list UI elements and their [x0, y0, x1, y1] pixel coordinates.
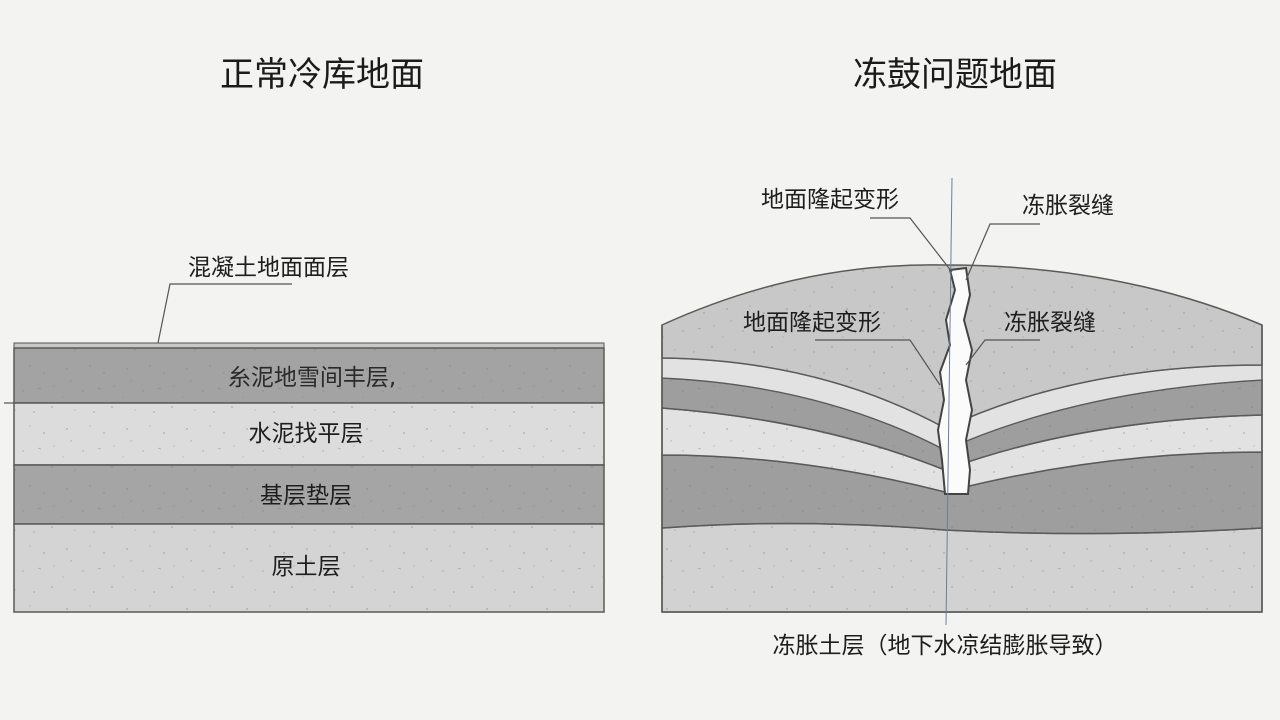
- concrete-texture: [662, 378, 1262, 470]
- right-title: 冻鼓问题地面: [853, 55, 1057, 95]
- layer-label-3: 基层垫层: [260, 483, 352, 509]
- layer-1-texture: [14, 348, 604, 403]
- right-panel: 冻鼓问题地面 地面隆起变形 冻胀裂缝 地面隆起变形: [661, 55, 1263, 659]
- leader-crack-top: [965, 223, 1040, 281]
- leader-heave-top: [870, 217, 953, 273]
- frozen-soil-label: 冻胀土层（地下水凉结膨胀导致）: [773, 633, 1118, 659]
- leveling-texture: [662, 408, 1262, 492]
- callout-surface-label: 混凝土地面面层: [188, 255, 349, 281]
- layer-label-4: 原土层: [272, 554, 341, 580]
- callout-heave-top: 地面隆起变形: [761, 187, 899, 213]
- leader-heave-inner: [815, 339, 941, 386]
- callout-crack-inner: 冻胀裂缝: [1004, 310, 1096, 336]
- callout-heave-inner: 地面隆起变形: [743, 310, 881, 336]
- layer-2-texture: [14, 403, 604, 465]
- layer-3-texture: [14, 465, 604, 524]
- callout-crack-top: 冻胀裂缝: [1022, 193, 1114, 219]
- leader-crack-inner: [965, 339, 1040, 366]
- left-panel: 正常冷库地面 糸泥地雪间丰层, 水泥找平层 基层垫层 原土层 混凝土地面面层: [4, 55, 605, 613]
- layer-4-texture: [14, 524, 604, 612]
- soil-texture: [662, 523, 1262, 612]
- callout-leader-line: [157, 283, 292, 344]
- layer-label-2: 水泥找平层: [249, 421, 364, 447]
- center-guide-line: [945, 177, 953, 626]
- left-title: 正常冷库地面: [220, 55, 424, 95]
- layer-label-1: 糸泥地雪间丰层,: [228, 365, 396, 391]
